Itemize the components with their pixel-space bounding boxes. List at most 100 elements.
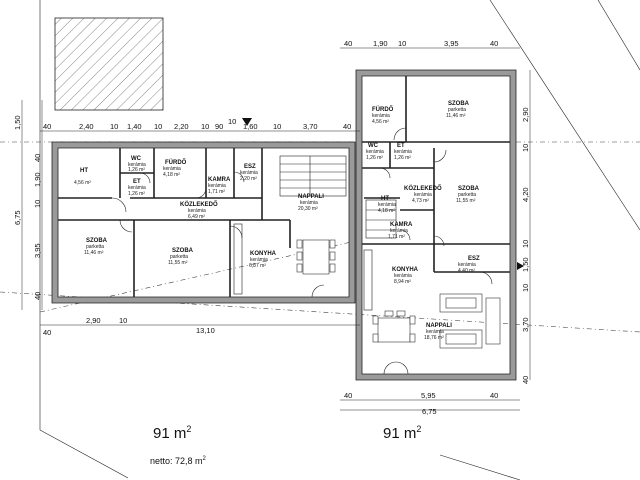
svg-text:2,20 m²: 2,20 m²	[240, 176, 257, 182]
svg-text:parketta: parketta	[170, 254, 188, 260]
dim-text: 6,75	[422, 407, 437, 416]
svg-text:KÖZLEKEDŐ: KÖZLEKEDŐ	[404, 185, 442, 192]
dim-text: 10	[154, 122, 162, 131]
room-label-szoba-2: SZOBA parketta 11,55 m²	[456, 186, 480, 204]
dim-text: 40	[521, 376, 530, 384]
right-house	[355, 69, 524, 381]
dim-text: 1,90	[33, 172, 42, 187]
svg-text:ET: ET	[397, 143, 405, 149]
entry-arrow-icon	[242, 118, 252, 126]
dim-text: 40	[343, 122, 351, 131]
left-house	[51, 118, 356, 304]
svg-text:6,87 m²: 6,87 m²	[249, 263, 266, 269]
right-top-dims: 40 1,90 10 3,95 40	[344, 39, 498, 48]
svg-text:1,71 m²: 1,71 m²	[388, 234, 405, 240]
room-label-nappali: NAPPALI kerámia 18,76 m²	[424, 323, 452, 341]
svg-text:kerámia: kerámia	[128, 185, 146, 191]
area-value: 91 m	[153, 425, 186, 442]
neighbour-building	[54, 17, 164, 111]
svg-text:KÖZLEKEDŐ: KÖZLEKEDŐ	[180, 201, 218, 208]
dim-text: 10	[398, 39, 406, 48]
dim-text: 10	[273, 122, 281, 131]
room-label-kamra: KAMRA kerámia 1,71 m²	[388, 222, 413, 240]
svg-text:11,55 m²: 11,55 m²	[168, 260, 188, 266]
svg-text:kerámia: kerámia	[128, 162, 146, 168]
svg-text:kerámia: kerámia	[240, 170, 258, 176]
room-label-nappali: NAPPALI kerámia 20,30 m²	[298, 194, 324, 212]
svg-text:kerámia: kerámia	[366, 149, 384, 155]
svg-text:1,26 m²: 1,26 m²	[394, 155, 411, 161]
svg-text:kerámia: kerámia	[188, 208, 206, 214]
room-label-et: ET kerámia 1,26 m²	[394, 143, 412, 161]
dim-text: 5,95	[421, 391, 436, 400]
svg-text:HT: HT	[381, 196, 389, 202]
svg-text:ET: ET	[133, 179, 141, 185]
dim-text: 1,60	[243, 122, 258, 131]
dim-text: 10	[521, 240, 530, 248]
svg-text:NAPPALI: NAPPALI	[298, 194, 324, 200]
room-label-wc: WC kerámia 1,26 m²	[366, 143, 384, 161]
dim-text: 4,20	[521, 187, 530, 202]
dim-text: 1,40	[127, 122, 142, 131]
room-label-furdo: FÜRDŐ kerámia 4,56 m²	[372, 106, 394, 125]
right-bottom-dims: 40 5,95 40 6,75	[344, 391, 498, 416]
svg-text:1,71 m²: 1,71 m²	[208, 189, 225, 195]
svg-text:WC: WC	[131, 156, 142, 162]
net-value: netto: 72,8 m	[150, 456, 203, 466]
dim-text: 13,10	[196, 326, 215, 335]
svg-text:netto: 72,8 m2: netto: 72,8 m2	[150, 456, 207, 466]
svg-text:FÜRDŐ: FÜRDŐ	[372, 106, 394, 113]
dim-text: 40	[43, 328, 51, 337]
svg-text:kerámia: kerámia	[300, 200, 318, 206]
left-dining-table	[296, 239, 336, 275]
room-label-konyha: KONYHA kerámia 6,87 m²	[249, 251, 277, 269]
svg-text:KAMRA: KAMRA	[390, 222, 413, 228]
dim-text: 10	[33, 200, 42, 208]
dim-text: 3,95	[33, 243, 42, 258]
svg-text:KONYHA: KONYHA	[250, 251, 277, 257]
dim-text: 40	[490, 39, 498, 48]
room-label-ht: HT kerámia 4,18 m²	[378, 196, 396, 214]
svg-text:11,46 m²: 11,46 m²	[84, 250, 104, 256]
svg-text:ESZ: ESZ	[244, 164, 256, 170]
left-area-total: 91 m2	[153, 424, 191, 442]
room-label-szoba-1: SZOBA parketta 11,46 m²	[84, 238, 108, 256]
left-side-dims: 1,50 40 1,90 10 6,75 3,95 40	[13, 115, 42, 300]
dim-text: 90	[215, 122, 223, 131]
right-area-total: 91 m2	[383, 424, 421, 442]
dim-text: 2,20	[174, 122, 189, 131]
right-room-labels: FÜRDŐ kerámia 4,56 m² SZOBA parketta 11,…	[366, 101, 480, 341]
dim-text: 40	[344, 391, 352, 400]
room-label-esz: ESZ kerámia 4,40 m²	[458, 256, 480, 274]
svg-text:parketta: parketta	[86, 244, 104, 250]
svg-text:WC: WC	[368, 143, 379, 149]
right-sofa	[439, 293, 501, 349]
room-label-wc: WC kerámia 1,26 m²	[128, 156, 146, 173]
svg-text:FÜRDŐ: FÜRDŐ	[165, 159, 187, 166]
svg-text:kerámia: kerámia	[426, 329, 444, 335]
dim-text: 6,75	[13, 210, 22, 225]
svg-text:91 m2: 91 m2	[383, 424, 421, 442]
svg-text:11,55 m²: 11,55 m²	[456, 198, 476, 204]
dim-text: 40	[43, 122, 51, 131]
dim-text: 40	[33, 292, 42, 300]
area-sup: 2	[186, 424, 191, 434]
dim-text: 2,40	[79, 122, 94, 131]
dim-text: 3,70	[303, 122, 318, 131]
room-label-kamra: KAMRA kerámia 1,71 m²	[208, 177, 231, 195]
left-room-labels: HT 4,56 m² WC kerámia 1,26 m² ET kerámia…	[74, 156, 324, 269]
svg-text:kerámia: kerámia	[250, 257, 268, 263]
dim-text: 40	[490, 391, 498, 400]
dim-text: 40	[344, 39, 352, 48]
room-label-konyha: KONYHA kerámia 8,94 m²	[392, 267, 419, 285]
svg-text:SZOBA: SZOBA	[172, 248, 194, 254]
svg-text:6,49 m²: 6,49 m²	[188, 214, 205, 220]
net-sup: 2	[203, 456, 207, 462]
dim-text: 1,50	[13, 115, 22, 130]
dim-text: 2,90	[86, 316, 101, 325]
svg-text:kerámia: kerámia	[458, 262, 476, 268]
svg-text:SZOBA: SZOBA	[448, 101, 470, 107]
svg-text:1,26 m²: 1,26 m²	[128, 167, 145, 173]
dim-text: 1,50	[521, 257, 530, 272]
